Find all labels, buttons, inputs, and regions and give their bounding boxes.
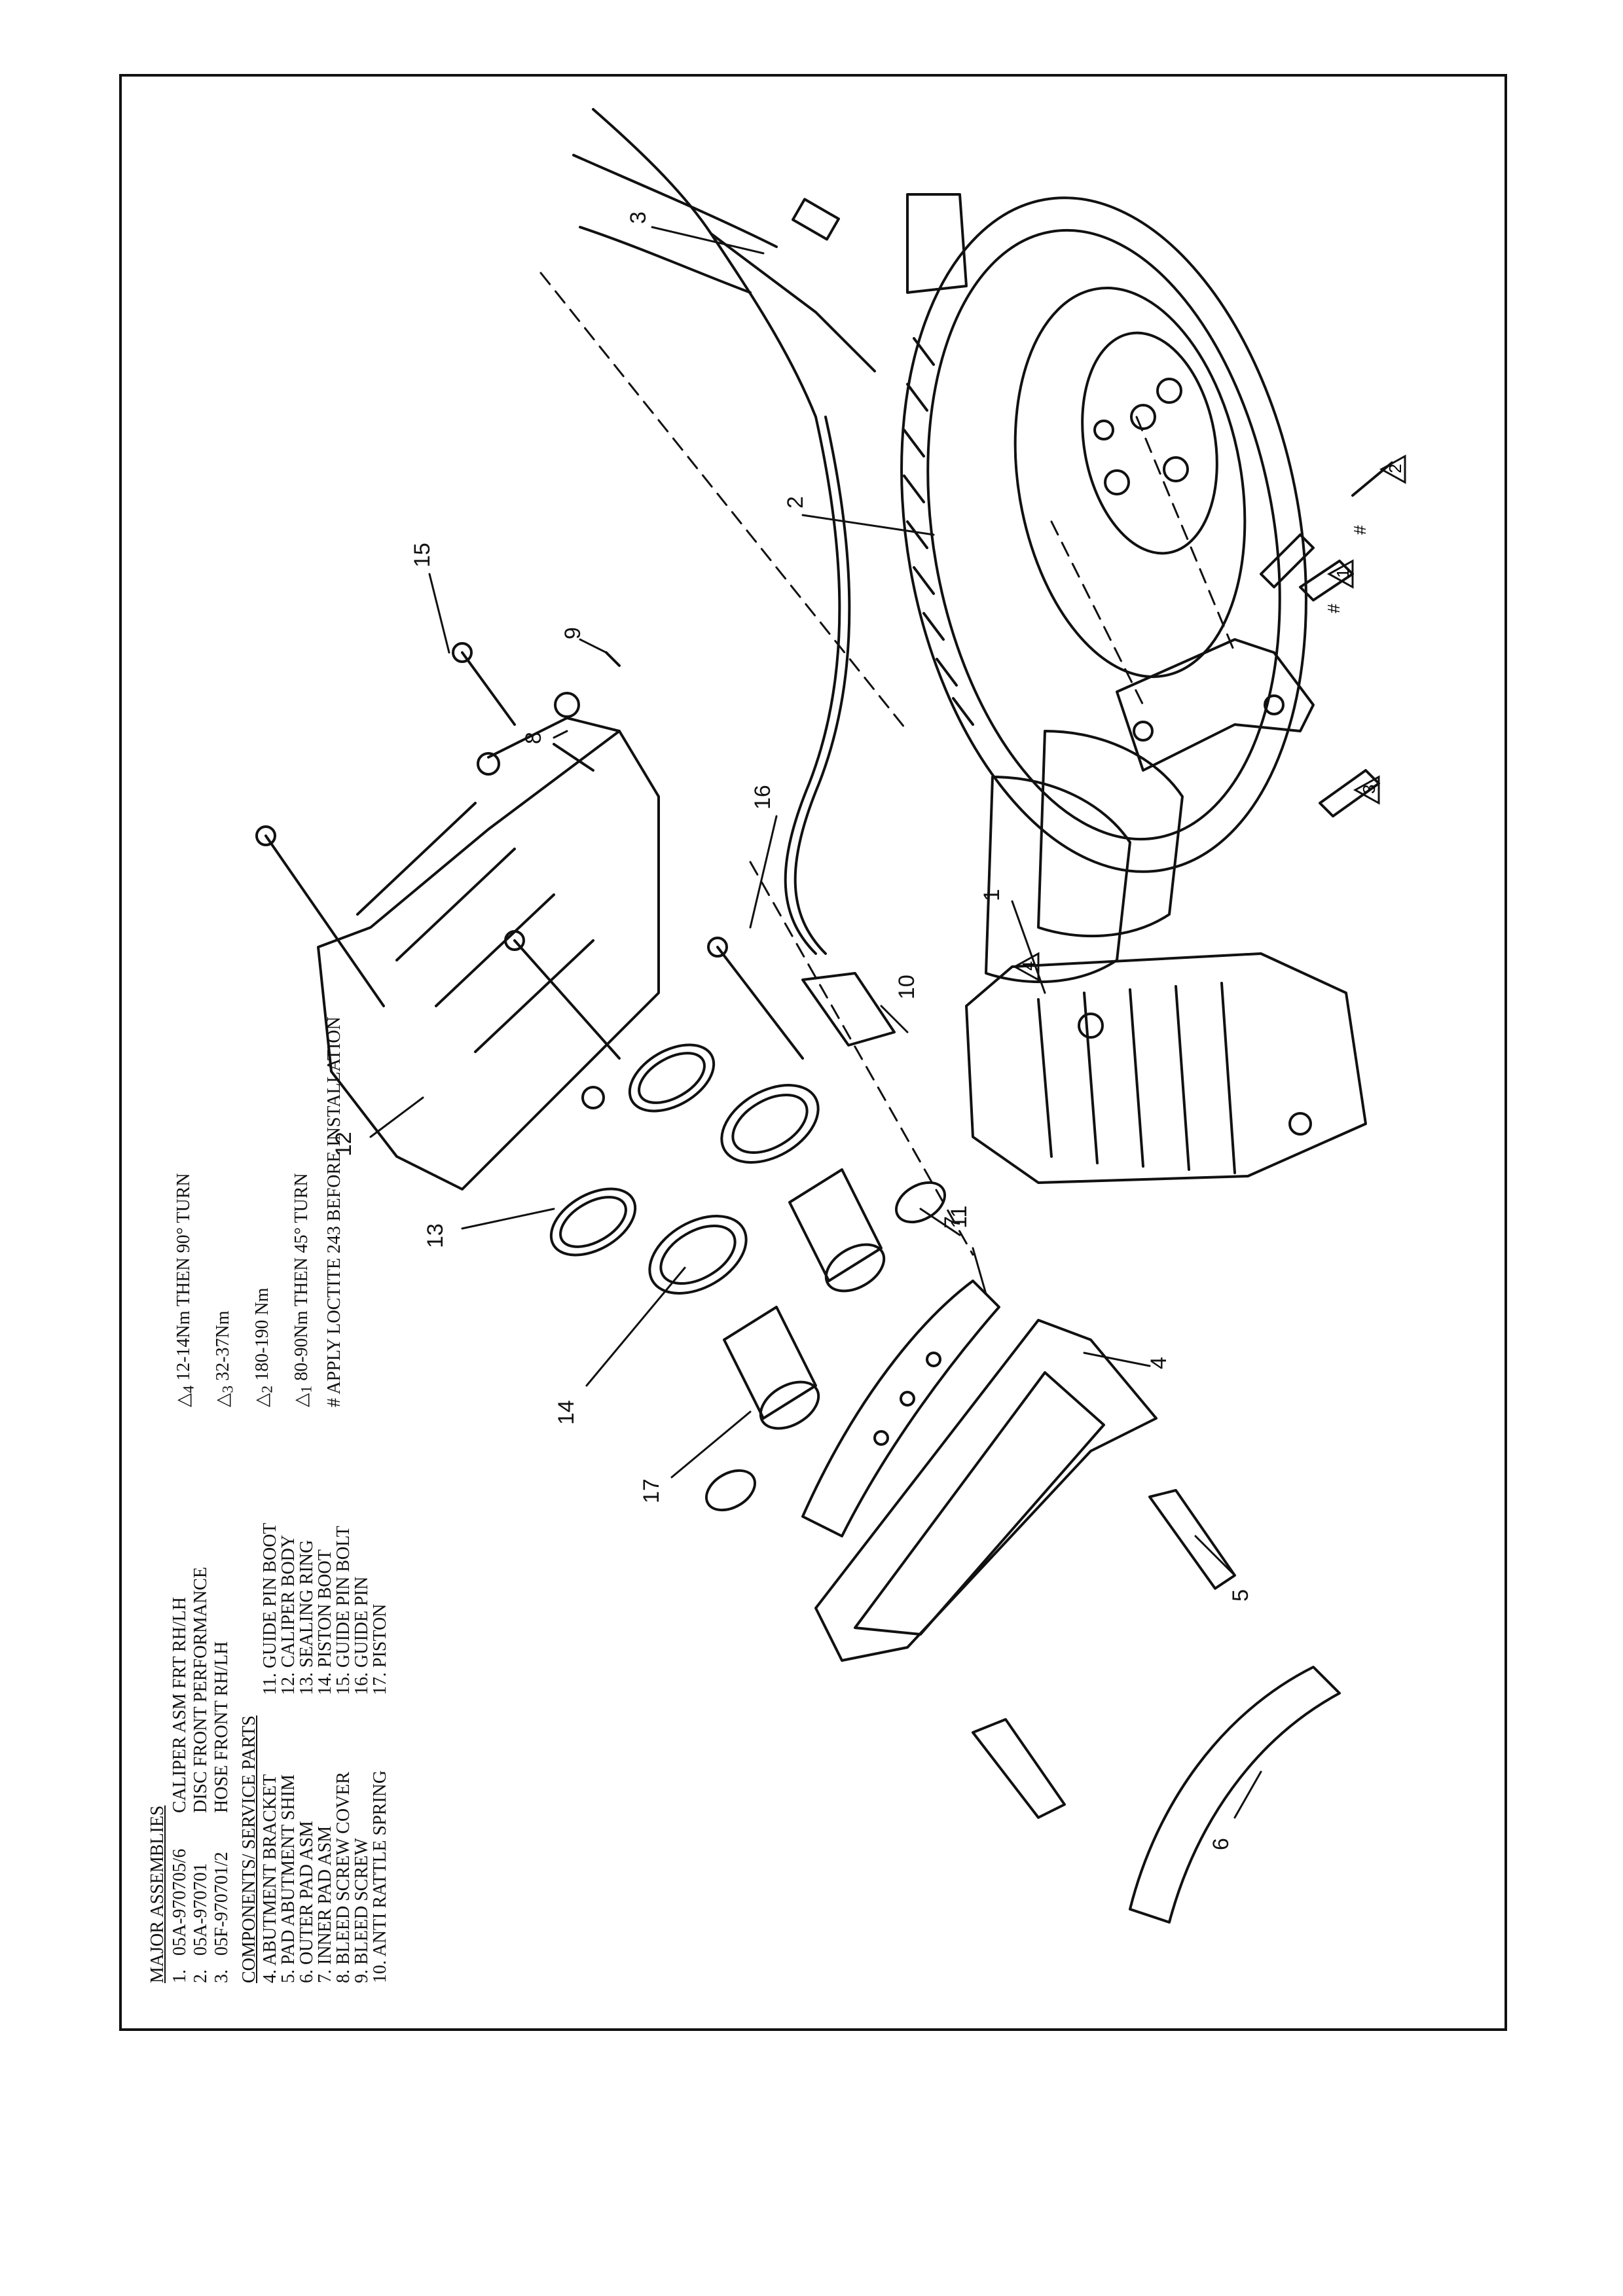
callout-16: 16: [750, 785, 775, 810]
outer-pad: [1129, 1666, 1341, 1924]
callout-15: 15: [410, 543, 435, 567]
torque-spec-2: △2 180-190 Nm: [252, 1287, 276, 1407]
mounting-bracket-bolts: [1116, 461, 1393, 817]
leader-lines: [369, 226, 1262, 1819]
torque-mark-1: 1: [1326, 559, 1354, 589]
torque-triangle-icon: △3: [213, 1385, 237, 1407]
callout-6: 6: [1209, 1838, 1233, 1850]
hash-mark-2: #: [1324, 603, 1343, 613]
callout-14: 14: [554, 1400, 579, 1425]
diagram-torque-marks: 2 1 3 4 # #: [1012, 454, 1406, 982]
callout-7: 7: [940, 1216, 965, 1229]
caliper-assembly: [965, 952, 1367, 1184]
hash-mark-1: #: [1350, 525, 1370, 535]
callout-9: 9: [560, 627, 585, 639]
torque-spec-3: △3 32-37Nm: [213, 1310, 237, 1407]
brake-disc: [900, 196, 1307, 873]
seals-pistons: [549, 1043, 886, 1430]
svg-text:1: 1: [1333, 569, 1353, 578]
callout-1: 1: [979, 889, 1004, 901]
callout-11: 11: [947, 1206, 972, 1229]
callout-5: 5: [1228, 1589, 1253, 1602]
svg-text:4: 4: [1019, 961, 1038, 971]
torque-mark-3: 3: [1353, 775, 1380, 805]
major-item-3: 3. 05F-970701/2 HOSE FRONT RH/LH: [211, 1641, 232, 1983]
pads-assembled: [985, 730, 1184, 984]
torque-mark-2: 2: [1379, 454, 1406, 484]
torque-mark-4: 4: [1012, 952, 1040, 982]
callout-3: 3: [626, 211, 651, 224]
legend: MAJOR ASSEMBLIES 1. 05A-970705/6 CALIPER…: [147, 674, 409, 1983]
pins-and-fasteners: [255, 642, 946, 1512]
loctite-note: # APPLY LOCTITE 243 BEFORE INSTALLATION: [324, 1016, 344, 1407]
brake-hose: [572, 108, 968, 955]
components-title: COMPONENTS/ SERVICE PARTS: [239, 1715, 259, 1983]
abutment-bracket: [814, 1319, 1158, 1662]
major-item-1: 1. 05A-970705/6 CALIPER ASM FRT RH/LH: [170, 1597, 190, 1983]
component-item: 10. ANTI RATTLE SPRING: [370, 1770, 390, 1983]
torque-spec-1: △1 80-90Nm THEN 45° TURN: [291, 1173, 316, 1407]
torque-triangle-icon: △4: [173, 1385, 198, 1407]
callout-numbers: 1 2 3 4 5 6 7 8 9 10 11 12 13 14 15 16 1…: [331, 211, 1253, 1850]
callout-12: 12: [331, 1132, 356, 1157]
torque-spec-4: △4 12-14Nm THEN 90° TURN: [173, 1173, 198, 1407]
callout-17: 17: [639, 1479, 664, 1503]
exploded-brake-diagram: 1 2 3 4 5 6 7 8 9 10 11 12 13 14 15 16 1…: [255, 108, 1406, 1924]
drawing-frame: [119, 74, 1507, 2031]
callout-2: 2: [783, 496, 808, 509]
component-item: 17. PISTON: [370, 1604, 390, 1695]
callout-4: 4: [1146, 1357, 1171, 1369]
callout-13: 13: [423, 1223, 448, 1248]
torque-triangle-icon: △1: [291, 1385, 316, 1407]
svg-text:2: 2: [1385, 464, 1405, 473]
torque-triangle-icon: △2: [252, 1385, 276, 1407]
callout-8: 8: [521, 732, 546, 744]
svg-text:3: 3: [1359, 785, 1379, 794]
major-assemblies-title: MAJOR ASSEMBLIES: [147, 1805, 168, 1983]
assembly-lines: [539, 272, 1236, 1256]
major-item-2: 2. 05A-970701 DISC FRONT PERFORMANCE: [191, 1566, 211, 1983]
callout-10: 10: [894, 975, 919, 999]
